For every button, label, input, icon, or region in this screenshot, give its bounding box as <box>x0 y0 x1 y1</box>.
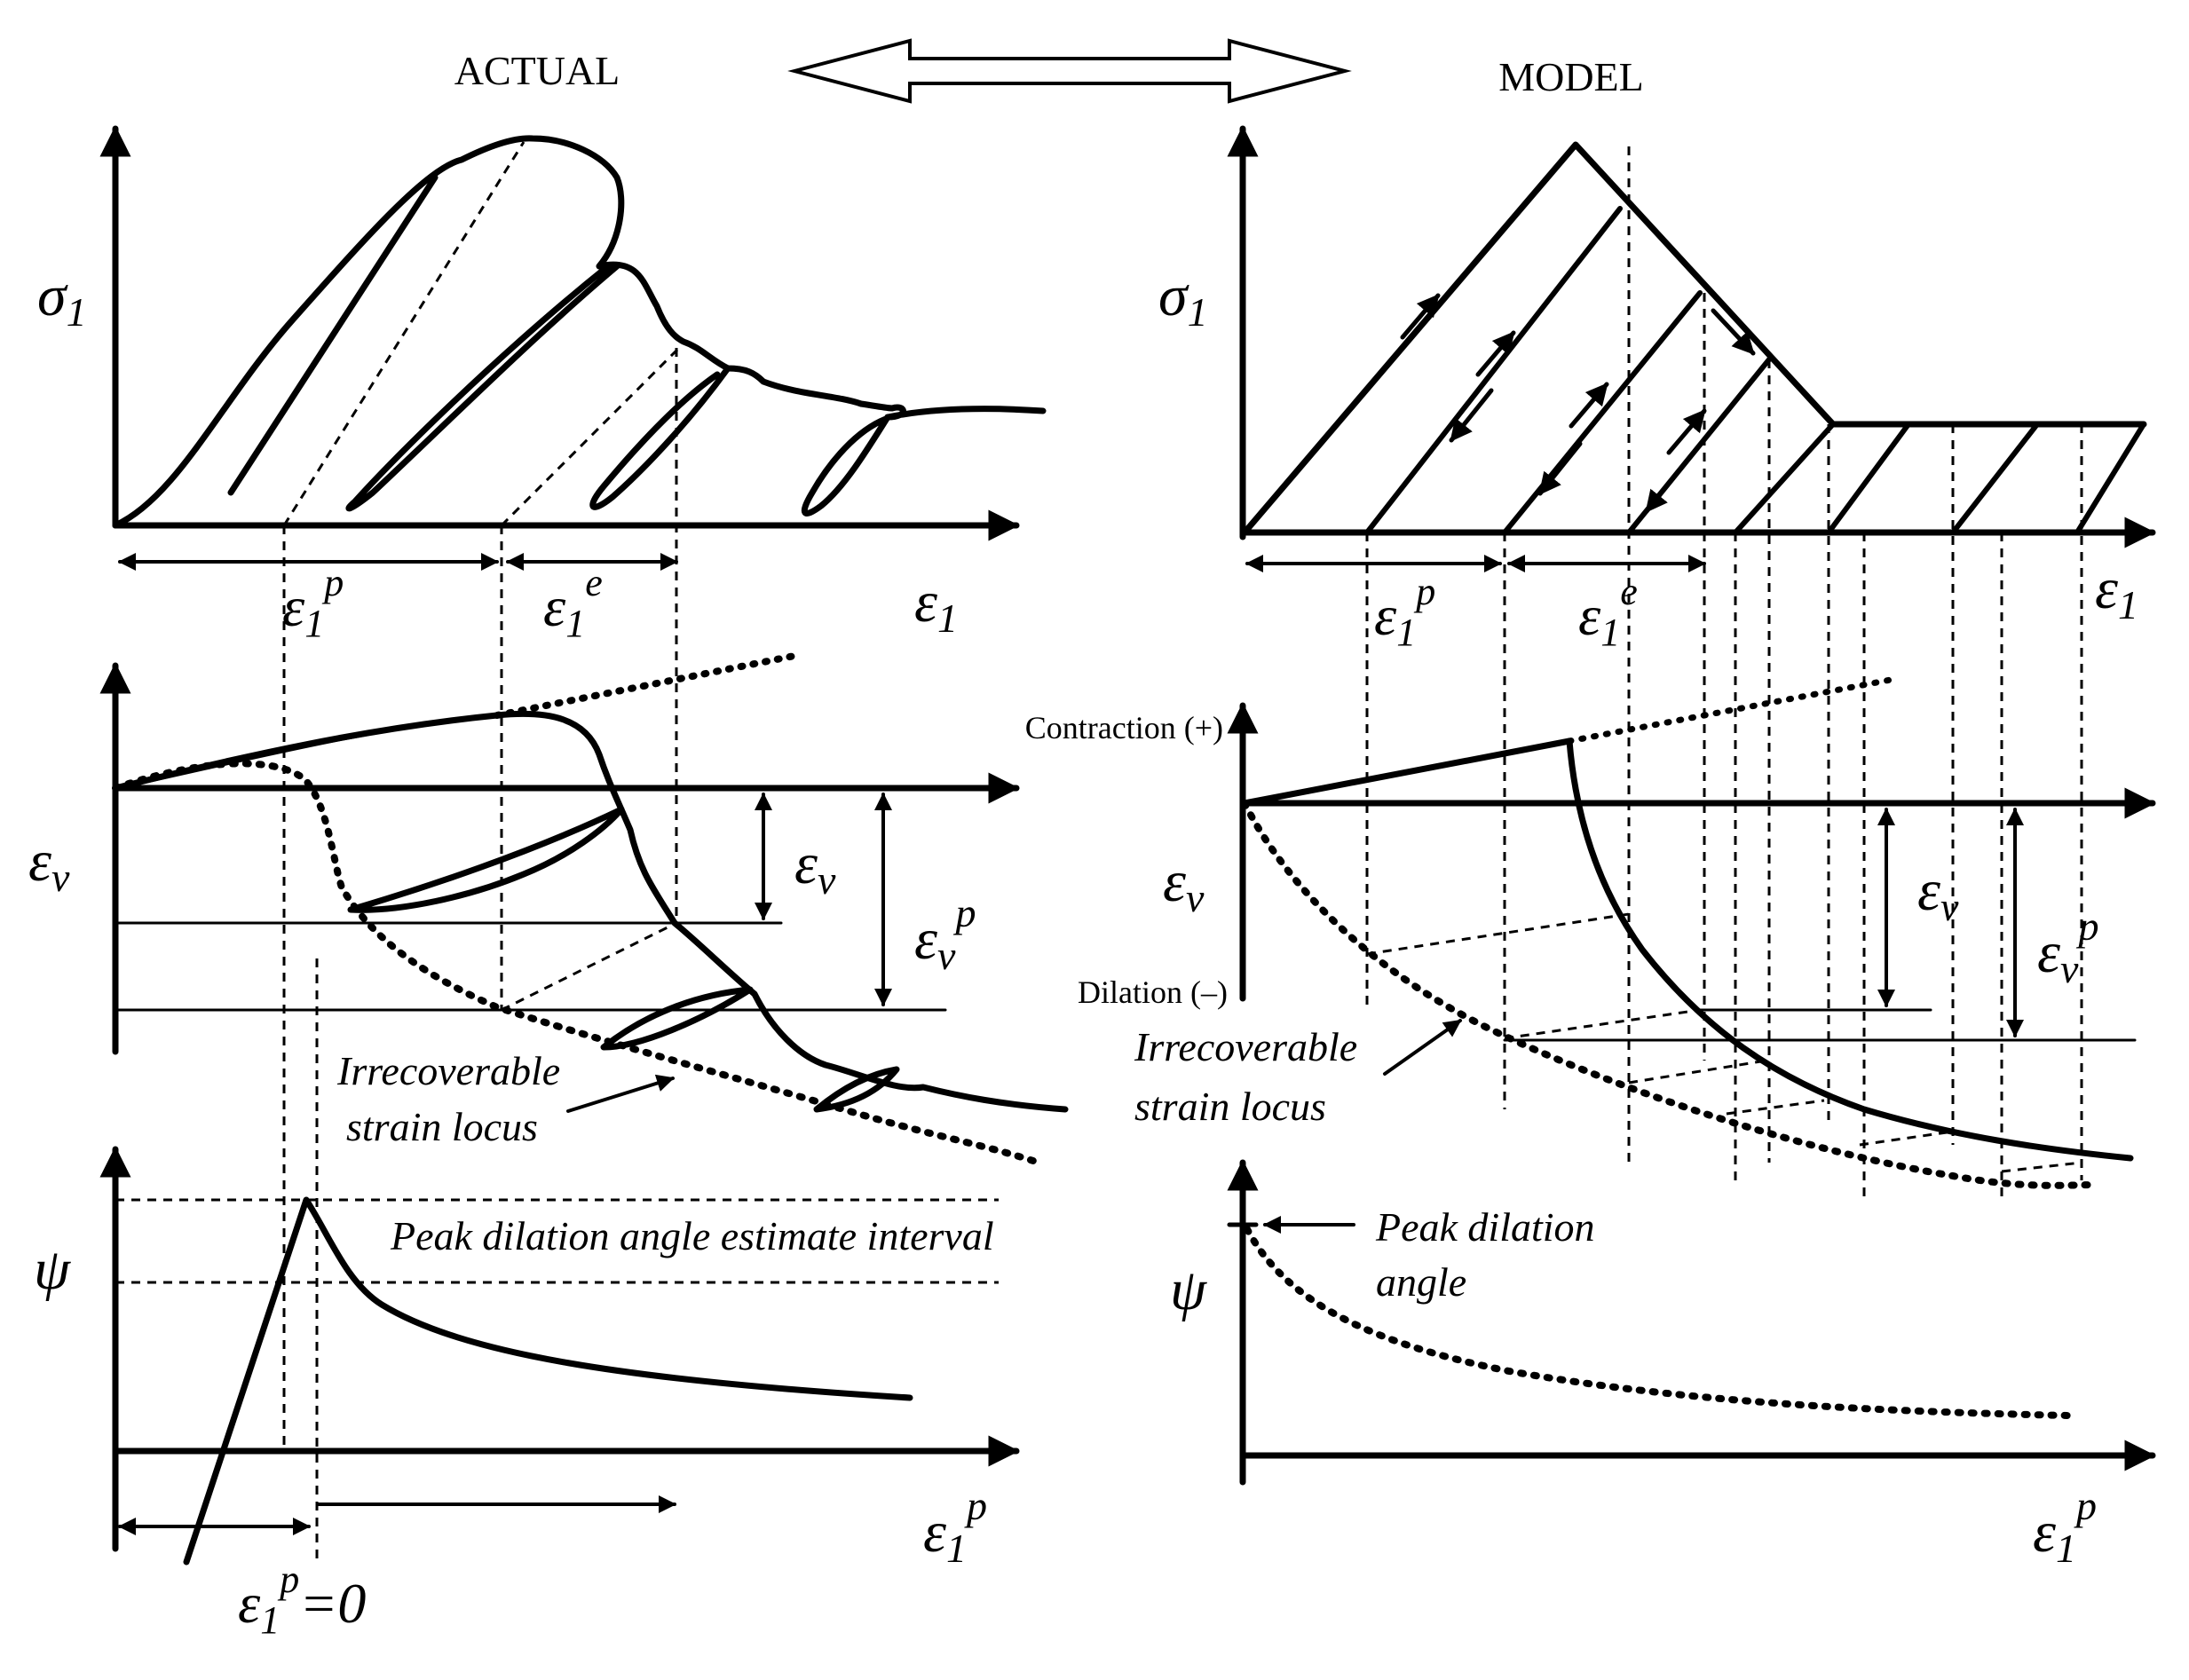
actual-irrecoverable-locus <box>112 760 1042 1166</box>
model-softening-arrow <box>1711 308 1756 356</box>
model-eps1p-label: ε1p <box>1374 570 1435 654</box>
actual-vol-loop-1 <box>347 806 625 913</box>
actual-unload-loop-2 <box>345 263 620 512</box>
model-peak-angle-label-1: Peak dilation <box>1375 1204 1595 1250</box>
actual-unload-loop-1 <box>227 174 439 496</box>
actual-eps-v-axis-label: εv <box>28 829 70 900</box>
model-sigma1-axis-label: σ1 <box>1158 264 1208 335</box>
model-contraction-line <box>1241 737 1573 807</box>
model-psi-curve <box>1244 1226 2072 1419</box>
actual-unload-loop-4 <box>801 414 891 517</box>
actual-plastic-line-2 <box>500 346 681 527</box>
model-load-arrow-4 <box>1666 408 1707 455</box>
model-locus-pointer <box>1383 1019 1462 1076</box>
actual-eps1-axis-label: ε1 <box>914 570 958 641</box>
model-eps-v-axis-label: εv <box>1163 849 1205 920</box>
actual-eps-vp-label: εvp <box>914 890 976 978</box>
actual-eps1p-label: ε1p <box>282 561 344 645</box>
model-stress-curve <box>1241 141 2147 536</box>
actual-title: ACTUAL <box>454 48 620 93</box>
model-unload-arrow-2 <box>1537 441 1583 496</box>
model-psi-x-axis-label: ε1p <box>2033 1483 2097 1571</box>
model-load-arrow-1 <box>1400 293 1441 340</box>
actual-peak-interval-label: Peak dilation angle estimate interval <box>390 1213 994 1258</box>
actual-psi-curve <box>183 1196 913 1566</box>
actual-volumetric-plot: εv εvp εv Irrecoverable strain locus <box>28 651 1069 1166</box>
actual-dilation-angle-plot: ψ Peak dilation angle estimate interval … <box>34 1146 1020 1642</box>
actual-locus-label-1: Irrecoverable <box>336 1048 560 1093</box>
actual-eps1e-label: ε1e <box>543 561 603 645</box>
model-plastic-dashed-links <box>1366 912 2082 1173</box>
model-eps1-axis-label: ε1 <box>2095 556 2138 627</box>
model-dilation-label: Dilation (–) <box>1078 974 1228 1010</box>
model-unload-lines <box>1364 206 2146 535</box>
actual-locus-label-2: strain locus <box>346 1104 538 1149</box>
double-headed-arrow-icon <box>787 38 1352 104</box>
actual-eps-v-label: εv <box>794 832 836 903</box>
model-unload-arrow-1 <box>1449 388 1494 443</box>
model-contraction-label: Contraction (+) <box>1025 710 1223 745</box>
model-psi-axis-label: ψ <box>1170 1258 1207 1322</box>
model-locus-label-1: Irrecoverable <box>1134 1024 1357 1069</box>
model-stress-strain-plot: ε1p ε1e ε1 σ1 <box>1158 125 2156 654</box>
actual-vol-upper-envelope <box>113 713 500 791</box>
actual-vol-dashed-link <box>501 921 677 1012</box>
model-dilation-angle-plot: Peak dilation angle ψ ε1p <box>1170 1159 2156 1571</box>
model-title: MODEL <box>1498 54 1644 99</box>
actual-vol-loop-2 <box>600 986 754 1051</box>
model-locus-label-2: strain locus <box>1134 1084 1326 1129</box>
actual-eps1p-zero-label: ε1p=0 <box>238 1558 366 1642</box>
actual-contraction-extension <box>494 651 802 719</box>
actual-psi-x-axis-label: ε1p <box>923 1483 987 1571</box>
actual-locus-pointer <box>566 1074 675 1113</box>
model-peak-angle-label-2: angle <box>1376 1259 1466 1305</box>
model-unload-arrow-3 <box>1644 459 1689 514</box>
actual-psi-axis-label: ψ <box>34 1237 71 1302</box>
model-contraction-extension <box>1566 675 1899 745</box>
model-load-arrow-3 <box>1569 382 1609 429</box>
actual-vol-loop-3 <box>813 1066 900 1113</box>
actual-plastic-line-1 <box>282 141 526 526</box>
actual-stress-curve <box>112 135 1047 529</box>
model-volumetric-plot: εv εvp εv Contraction (+) Dilation (–) I… <box>1025 675 2156 1189</box>
model-eps-vp-label: εvp <box>2037 903 2098 991</box>
model-load-arrow-2 <box>1475 330 1516 377</box>
actual-unload-loop-3 <box>589 365 731 510</box>
model-vertical-guides <box>1365 146 2083 1198</box>
actual-stress-strain-plot: ε1p ε1e ε1 σ1 <box>37 125 1047 645</box>
actual-sigma1-axis-label: σ1 <box>37 264 87 335</box>
model-irrecoverable-locus <box>1241 800 2098 1189</box>
